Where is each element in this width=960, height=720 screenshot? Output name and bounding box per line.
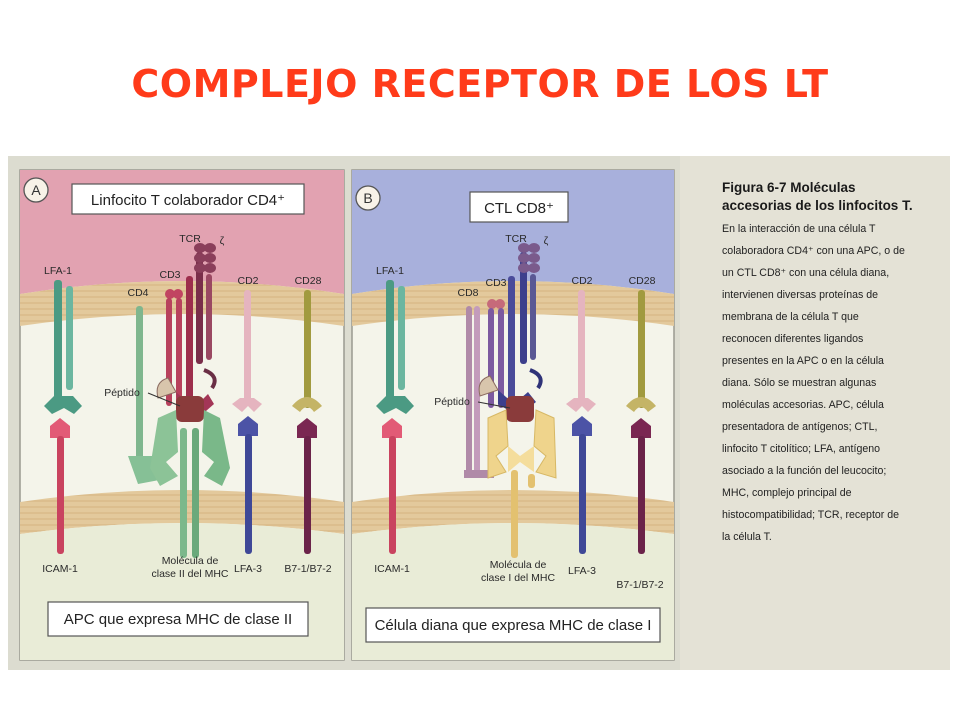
panel-b-label-mhc-2: clase I del MHC bbox=[481, 572, 556, 584]
panel-b-bottom-box-text: Célula diana que expresa MHC de clase I bbox=[375, 617, 652, 634]
panel-a-label-lfa1: LFA-1 bbox=[44, 265, 72, 277]
caption-line: colaboradora CD4⁺ con una APC, o de bbox=[722, 245, 905, 257]
panel-a-peptide-pointer bbox=[147, 392, 181, 407]
panel-b-top-box bbox=[469, 191, 569, 223]
caption-line: presentadora de antígenos; CTL, bbox=[722, 421, 877, 433]
caption-line: diana. Sólo se muestran algunas bbox=[722, 377, 876, 389]
caption-heading-line-2: accesorias de los linfocitos T. bbox=[722, 198, 913, 213]
caption-heading-line-1: Figura 6-7 Moléculas bbox=[722, 180, 856, 195]
caption-line: histocompatibilidad; TCR, receptor de bbox=[722, 509, 899, 521]
panel-a-letter: A bbox=[31, 182, 41, 198]
panel-a: A Linfocito T colaborador CD4⁺ bbox=[19, 169, 345, 661]
panel-b-label-mhc-1: Molécula de bbox=[490, 559, 547, 571]
panel-b-label-tcr: TCR bbox=[505, 233, 527, 245]
panel-b-label-peptide: Péptido bbox=[434, 396, 470, 408]
panel-b-label-icam1: ICAM-1 bbox=[374, 563, 410, 575]
caption-line: En la interacción de una célula T bbox=[722, 223, 876, 235]
panel-a-label-peptide: Péptido bbox=[104, 387, 140, 399]
panel-b-label-cd2: CD2 bbox=[571, 275, 592, 287]
panel-b-label-lfa3: LFA-3 bbox=[568, 565, 596, 577]
panel-b-bottom-box bbox=[365, 607, 661, 643]
caption-body: En la interacción de una célula T colabo… bbox=[722, 223, 905, 543]
panel-a-cd28-molecule bbox=[292, 290, 322, 412]
caption-line: intervienen diversas proteínas de bbox=[722, 289, 878, 301]
panel-a-b7-molecule bbox=[297, 418, 317, 554]
panel-a-lfa1-molecule bbox=[44, 280, 82, 414]
panel-b: B CTL CD8⁺ bbox=[351, 169, 675, 661]
caption-line: presentes en la APC o en la célula bbox=[722, 355, 884, 367]
figure-diagram: A Linfocito T colaborador CD4⁺ bbox=[8, 156, 950, 670]
caption-line: linfocito T citolítico; LFA, antígeno bbox=[722, 443, 880, 455]
caption-line: un CTL CD8⁺ con una célula diana, bbox=[722, 267, 889, 279]
panel-a-label-mhc-2: clase II del MHC bbox=[151, 568, 228, 580]
panel-a-label-cd4: CD4 bbox=[127, 287, 148, 299]
panel-a-label-zeta: ζ bbox=[220, 235, 225, 247]
panel-a-label-cd2: CD2 bbox=[237, 275, 258, 287]
panel-a-top-box-text: Linfocito T colaborador CD4⁺ bbox=[91, 192, 285, 209]
panel-b-cd8-molecule bbox=[464, 306, 494, 478]
panel-b-label-cd3: CD3 bbox=[485, 277, 506, 289]
panel-b-t-cell bbox=[352, 170, 674, 294]
panel-a-icam1-molecule bbox=[50, 418, 70, 554]
panel-a-label-cd28: CD28 bbox=[295, 275, 322, 287]
caption-line: la célula T. bbox=[722, 531, 772, 543]
panel-a-top-box bbox=[71, 183, 305, 215]
panel-a-mhc-class-ii bbox=[150, 396, 230, 558]
caption-line: membrana de la célula T que bbox=[722, 311, 859, 323]
panel-a-label-tcr: TCR bbox=[179, 233, 201, 245]
figure-caption: Figura 6-7 Moléculas accesorias de los l… bbox=[680, 156, 950, 670]
caption-line: MHC, complejo principal de bbox=[722, 487, 852, 499]
slide-title: COMPLEJO RECEPTOR DE LOS LT bbox=[131, 62, 829, 106]
caption-background bbox=[680, 156, 950, 670]
panel-a-lfa3-molecule bbox=[238, 416, 258, 554]
panel-a-letter-circle bbox=[23, 177, 49, 203]
panel-a-label-icam1: ICAM-1 bbox=[42, 563, 78, 575]
caption-line: moléculas accesorias. APC, célula bbox=[722, 399, 884, 411]
caption-line: reconocen diferentes ligandos bbox=[722, 333, 863, 345]
panel-a-label-lfa3: LFA-3 bbox=[234, 563, 262, 575]
panel-a-cd2-molecule bbox=[232, 290, 262, 412]
panel-b-top-box-text: CTL CD8⁺ bbox=[484, 200, 554, 217]
panel-b-label-cd28: CD28 bbox=[629, 275, 656, 287]
panel-b-icam1-molecule bbox=[382, 418, 402, 554]
panel-b-cd28-molecule bbox=[626, 290, 656, 412]
panel-b-letter-circle bbox=[355, 185, 381, 211]
caption-line: asociado a la función del leucocito; bbox=[722, 465, 886, 477]
panel-b-b7-molecule bbox=[631, 418, 651, 554]
panel-a-label-cd3: CD3 bbox=[159, 269, 180, 281]
panel-b-label-zeta: ζ bbox=[544, 235, 549, 247]
panel-b-label-b7: B7-1/B7-2 bbox=[616, 579, 663, 591]
panel-a-bottom-box-text: APC que expresa MHC de clase II bbox=[64, 611, 292, 628]
panel-b-label-cd8: CD8 bbox=[457, 287, 478, 299]
panel-a-bottom-box bbox=[47, 601, 309, 637]
panel-b-mhc-class-i bbox=[487, 396, 557, 558]
panel-b-letter: B bbox=[363, 190, 372, 206]
panel-b-lfa1-molecule bbox=[376, 280, 414, 414]
panel-a-label-b7: B7-1/B7-2 bbox=[284, 563, 331, 575]
panel-a-label-mhc-1: Molécula de bbox=[162, 555, 219, 567]
panel-b-cd2-molecule bbox=[566, 290, 596, 412]
panel-b-label-lfa1: LFA-1 bbox=[376, 265, 404, 277]
panel-b-lfa3-molecule bbox=[572, 416, 592, 554]
panel-b-peptide-pointer bbox=[477, 401, 511, 409]
